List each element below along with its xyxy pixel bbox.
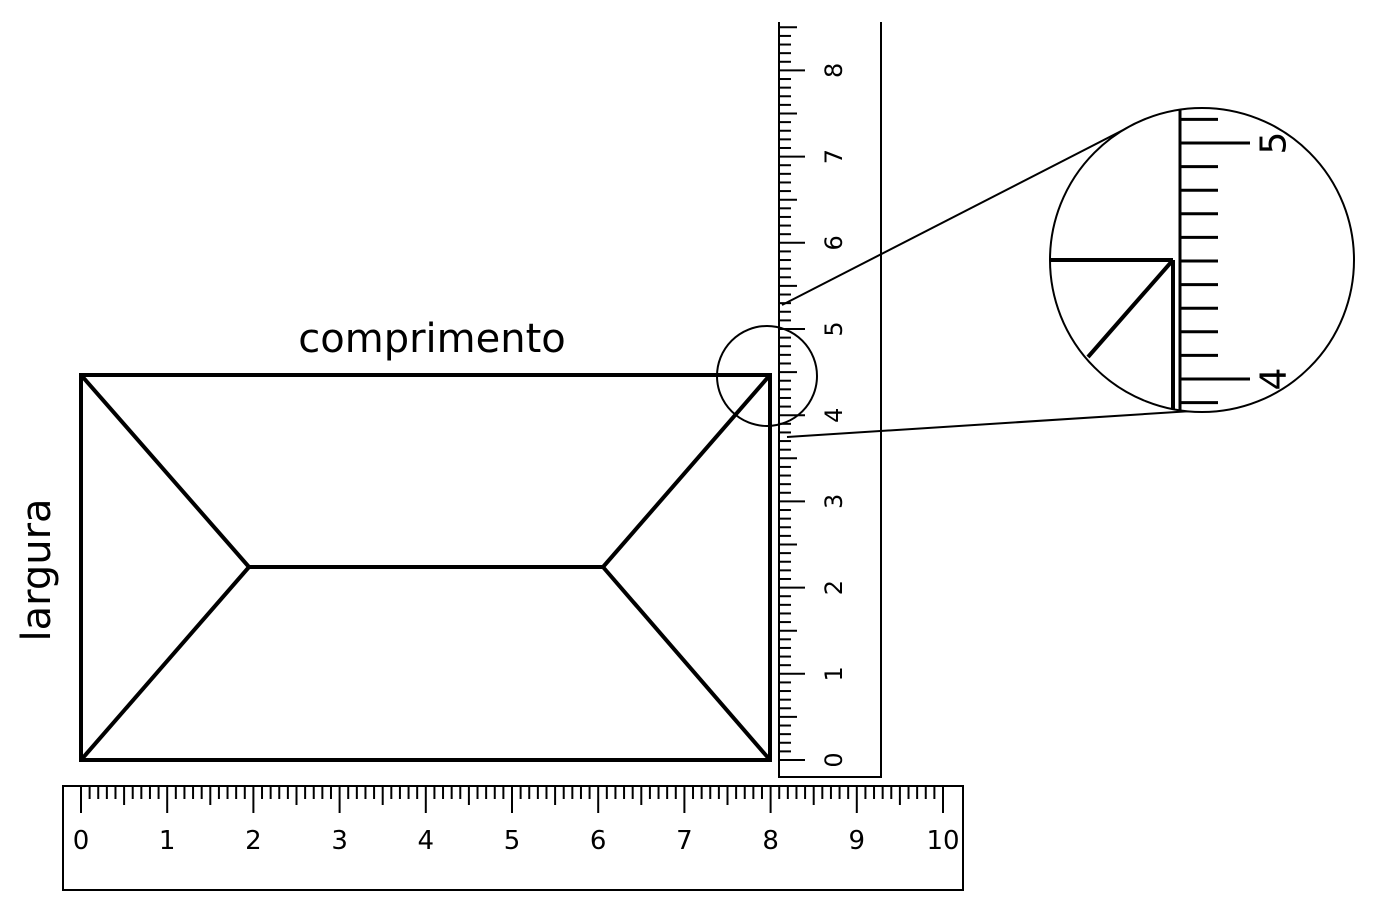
horizontal-ruler-number: 9 [849,826,866,856]
hip-line-top-left [79,373,251,569]
vertical-ruler-numbers: 0 1 2 3 4 5 6 7 8 [820,63,848,768]
vertical-ruler-number: 4 [820,408,848,423]
rectangle-outline [79,373,772,762]
horizontal-ruler-number: 5 [504,826,521,856]
horizontal-ruler-body [62,785,964,891]
hip-line-top-right [601,373,772,569]
horizontal-ruler-number: 0 [73,826,90,856]
width-label: largura [14,498,60,641]
vertical-ruler-number: 3 [820,494,848,509]
zoom-hip-line [1086,258,1175,359]
vertical-ruler-number: 5 [820,321,848,336]
zoom-ruler-number: 4 [1254,368,1295,391]
horizontal-ruler-number: 10 [926,826,959,856]
measured-rectangle [79,373,772,762]
horizontal-ruler-number: 2 [245,826,262,856]
horizontal-ruler-number: 8 [762,826,779,856]
vertical-ruler-number: 8 [820,63,848,78]
horizontal-ruler-number: 4 [418,826,435,856]
vertical-ruler-number: 6 [820,235,848,250]
horizontal-ruler-number: 7 [676,826,693,856]
vertical-ruler-number: 1 [820,666,848,681]
horizontal-ruler-number: 3 [331,826,348,856]
horizontal-ruler-number: 6 [590,826,607,856]
vertical-ruler: 0 1 2 3 4 5 6 7 8 [778,22,882,778]
zoom-ruler-ticks [1180,117,1250,405]
magnifier-zoom-view: 45 [1049,107,1355,413]
horizontal-ruler-number: 1 [159,826,176,856]
magnifier-lens-small [716,325,818,427]
horizontal-ruler-ticks [80,787,944,813]
magnifier-connector-top [781,125,1132,306]
hip-line-bottom-left [79,565,251,762]
vertical-ruler-ticks [779,26,805,761]
length-label: comprimento [298,316,565,362]
zoom-ruler-number: 5 [1254,132,1295,155]
vertical-ruler-number: 7 [820,149,848,164]
horizontal-ruler: 0 1 2 3 4 5 6 7 8 9 10 [62,785,964,891]
vertical-ruler-number: 2 [820,580,848,595]
zoom-ruler-numbers: 45 [1254,132,1295,391]
magnifier-connector-bottom [786,409,1209,438]
vertical-ruler-number: 0 [820,752,848,767]
hip-line-bottom-right [601,565,772,762]
vertical-ruler-body [778,22,882,778]
horizontal-ruler-numbers: 0 1 2 3 4 5 6 7 8 9 10 [73,826,960,856]
